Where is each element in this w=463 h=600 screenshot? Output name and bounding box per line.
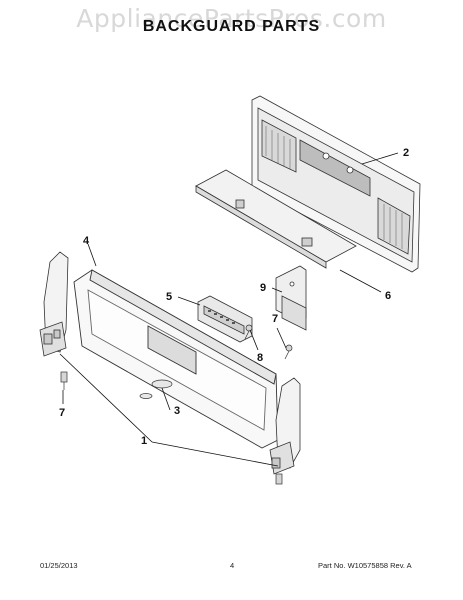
callout-1: 1 (141, 435, 147, 447)
callout-8: 8 (257, 352, 263, 364)
callout-7-left: 7 (59, 407, 65, 419)
part-9-bracket[interactable] (275, 265, 307, 331)
page-title: BACKGUARD PARTS (142, 18, 321, 35)
footer-part-number: Part No. W10575858 Rev. A (318, 561, 412, 570)
watermark: AppliancePartsPros.com (76, 4, 387, 33)
part-6-shield[interactable] (195, 169, 357, 269)
part-2-rear-panel[interactable] (251, 95, 421, 273)
footer-page-number: 4 (230, 561, 235, 570)
callout-4: 4 (83, 235, 90, 247)
console-panel[interactable] (73, 269, 279, 449)
callout-6: 6 (385, 290, 391, 302)
leader-lines (59, 152, 399, 467)
part-4-left-end-cap[interactable] (39, 251, 69, 357)
part-7-screws[interactable] (60, 371, 283, 485)
callout-5: 5 (166, 291, 172, 303)
callout-3: 3 (174, 405, 180, 417)
part-5-control-board[interactable] (197, 295, 253, 343)
footer-date: 01/25/2013 (40, 561, 78, 570)
callout-9: 9 (260, 282, 266, 294)
callout-7-right: 7 (272, 313, 278, 325)
part-8-screws[interactable] (244, 324, 293, 360)
callout-2: 2 (403, 147, 409, 159)
part-right-end-cap[interactable] (269, 377, 301, 475)
